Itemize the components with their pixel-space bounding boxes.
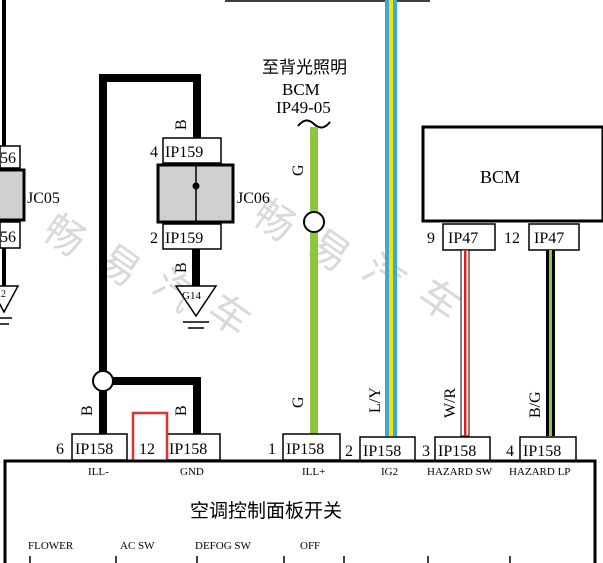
bcm-pin-a	[442, 223, 496, 251]
switch-pin-6: 6 IP158	[56, 433, 128, 461]
wire-label-bg: B/G	[527, 391, 544, 418]
switch-pin-3: 3 IP158	[422, 436, 491, 462]
bottom-label-off: OFF	[300, 540, 320, 552]
jc06-bottom-pin-number: 2	[150, 230, 158, 247]
watermark-char: 车	[409, 271, 468, 332]
pin-ref: IP158	[286, 441, 324, 458]
wire-b-gnd	[103, 377, 201, 440]
jc06-top-ref: IP159	[165, 144, 203, 161]
jc05-ground-symbol	[0, 285, 20, 314]
wire-label-b-left: B	[79, 405, 96, 416]
jc06-label: JC06	[237, 190, 270, 207]
g14-label: G14	[182, 290, 201, 302]
pin-number: 2	[345, 443, 353, 460]
bottom-label-defog-sw: DEFOG SW	[195, 540, 252, 552]
jc05-top-ref: 56	[0, 150, 16, 167]
pin-number: 3	[422, 443, 430, 460]
wire-ly-stripe	[389, 0, 393, 436]
watermark-char: 汽	[354, 246, 413, 307]
bcm-label: BCM	[480, 167, 520, 187]
pin-box	[71, 433, 128, 461]
jc05-body	[0, 168, 26, 222]
pin-ref: IP158	[169, 441, 207, 458]
pin-label-ill-minus: ILL-	[88, 466, 109, 478]
wire-label-wr: W/R	[442, 387, 459, 418]
bottom-label-flower: FLOWER	[28, 540, 74, 552]
watermark-char: 易	[89, 236, 148, 297]
pin-number: 6	[56, 441, 64, 458]
wire-wr-stripe	[464, 250, 467, 436]
jc06-dot	[192, 182, 200, 190]
jc06-bottom-pin	[162, 223, 222, 250]
switch-pin-12: 12 IP158	[139, 433, 221, 461]
switch-pin-4: 4 IP158	[506, 436, 577, 462]
pin-box	[519, 436, 577, 462]
splice-point	[303, 211, 325, 233]
pin-label-hazard-sw: HAZARD SW	[427, 466, 493, 478]
pin-label-ig2: IG2	[381, 466, 398, 478]
pin-label-gnd: GND	[180, 466, 204, 478]
bcm-pin-a-ref: IP47	[448, 230, 478, 247]
wire-label-ly: L/Y	[367, 387, 384, 413]
watermark-char: 畅	[34, 206, 93, 267]
pin-label-ill-plus: ILL+	[302, 466, 325, 478]
pin-ref: IP158	[438, 443, 476, 460]
bottom-label-ac-sw: AC SW	[120, 540, 155, 552]
splice-point	[92, 370, 114, 392]
switch-title: 空调控制面板开关	[190, 500, 342, 522]
wire-label-b-bottom: B	[173, 262, 190, 273]
jc05-label: JC05	[27, 190, 60, 207]
pin-ref: IP158	[75, 441, 113, 458]
bcm-ref-line1: 至背光照明	[262, 58, 347, 77]
break-symbol	[297, 119, 331, 129]
pin-box	[434, 436, 491, 462]
jc05-stub-label: 12	[0, 289, 6, 300]
wire-bg-stripe	[549, 250, 552, 436]
pin-number: 1	[268, 441, 276, 458]
ac-control-panel-switch	[3, 459, 597, 563]
bcm-pin-b-ref: IP47	[534, 230, 564, 247]
pin-number: 4	[506, 443, 514, 460]
switch-pin-2: 2 IP158	[345, 436, 416, 462]
wire-label-g-bottom: G	[290, 396, 307, 408]
bcm-module	[421, 125, 603, 223]
jc06-top-pin-number: 4	[150, 144, 158, 161]
wire-b-loop	[99, 74, 201, 440]
jc06-bottom-ref: IP159	[165, 230, 203, 247]
pin-ref: IP158	[523, 443, 561, 460]
wire-label-b-right: B	[173, 405, 190, 416]
jc05-bottom-pin	[0, 221, 21, 249]
bcm-ref-line2: BCM	[282, 80, 320, 99]
bcm-pin-b-number: 12	[504, 230, 520, 247]
pin-label-hazard-lp: HAZARD LP	[509, 466, 570, 478]
jc06-top-pin	[162, 137, 222, 164]
pin-box	[282, 433, 341, 461]
jc05-top-pin	[0, 145, 21, 169]
bcm-pin-b	[528, 223, 580, 251]
bcm-ref-line3: IP49-05	[276, 98, 331, 117]
pin-number: 12	[139, 441, 155, 458]
bcm-pin-a-number: 9	[427, 230, 435, 247]
wire-label-g-top: G	[290, 164, 307, 176]
switch-pin-1: 1 IP158	[268, 433, 341, 461]
pin-box	[359, 436, 416, 462]
jc05-bottom-ref: 56	[0, 229, 16, 246]
wire-label-b-top: B	[173, 119, 190, 130]
pin-ref: IP158	[363, 443, 401, 460]
g14-ground-symbol	[174, 285, 218, 318]
